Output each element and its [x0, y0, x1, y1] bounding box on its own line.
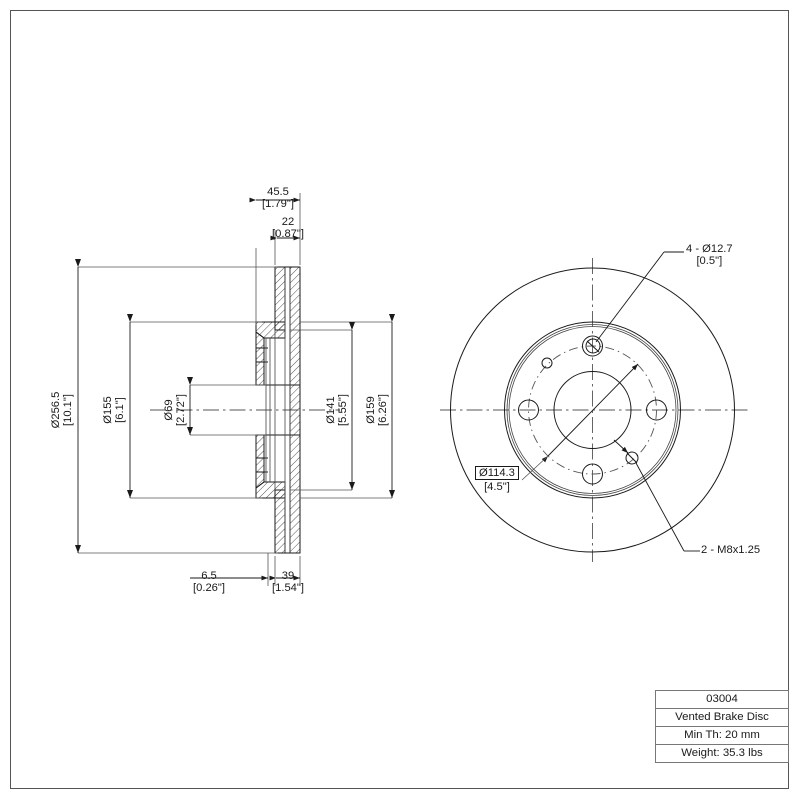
threaded-hole-top-mark: [586, 340, 600, 353]
hat-wall-upper: [255, 331, 265, 386]
dim-hat-flange-diameter: Ø155 [6.1"]: [102, 396, 126, 424]
title-block: 03004 Vented Brake Disc Min Th: 20 mm We…: [655, 690, 789, 763]
section-view: [75, 193, 395, 586]
lug-hole-bottom: [582, 463, 603, 485]
rotor-outer-circle: [450, 267, 735, 553]
dim-inner-friction-diameter: Ø141 [5.55"]: [325, 394, 349, 426]
dim-vent-inner-diameter: Ø159 [6.26"]: [365, 394, 389, 426]
lug-hole-left: [518, 399, 539, 421]
inner-friction-plate-lower: [274, 489, 286, 554]
threaded-hole-top: [585, 338, 601, 354]
title-block-min-thickness: Min Th: 20 mm: [655, 726, 789, 745]
title-block-part-number: 03004: [655, 690, 789, 709]
title-block-description: Vented Brake Disc: [655, 708, 789, 727]
title-block-weight: Weight: 35.3 lbs: [655, 744, 789, 763]
dim-hat-offset: 22 [0.87"]: [272, 216, 304, 240]
outer-friction-plate: [289, 266, 301, 554]
inner-friction-plate-upper: [274, 266, 286, 331]
lug-hole-leader: [595, 251, 665, 343]
hat-outer-circle-inner: [506, 324, 679, 496]
face-view: [440, 251, 748, 562]
bolt-circle-leader-tail: [521, 455, 549, 481]
threaded-hole-lower-right-mark: [626, 452, 638, 464]
dim-center-bore-diameter: Ø69 [2.72"]: [163, 394, 187, 426]
dim-hat-wall-thickness: 6.5 [0.26"]: [193, 570, 225, 594]
dim-outer-diameter: Ø256.5 [10.1"]: [50, 391, 74, 429]
hat-flange-upper: [255, 321, 286, 339]
lug-hole-top: [582, 335, 603, 357]
callout-lug-holes: 4 - Ø12.7 [0.5"]: [686, 243, 733, 267]
dim-disc-thickness: 39 [1.54"]: [272, 570, 304, 594]
hat-outer-circle-inner-2: [508, 326, 677, 494]
callout-threaded-holes: 2 - M8x1.25: [701, 544, 761, 556]
lug-hole-right: [646, 399, 667, 421]
threaded-hole-arrow: [613, 439, 629, 454]
bolt-circle-dimension-line: [541, 363, 639, 463]
dim-overall-height: 45.5 [1.79"]: [262, 186, 294, 210]
callout-bolt-circle: Ø114.3 [4.5"]: [475, 463, 519, 493]
sheet-border: [10, 10, 789, 789]
small-pilot-hole: [541, 357, 553, 369]
hat-wall-lower: [255, 434, 265, 489]
threaded-hole-leader: [635, 462, 685, 552]
hat-outer-circle: [504, 321, 681, 499]
